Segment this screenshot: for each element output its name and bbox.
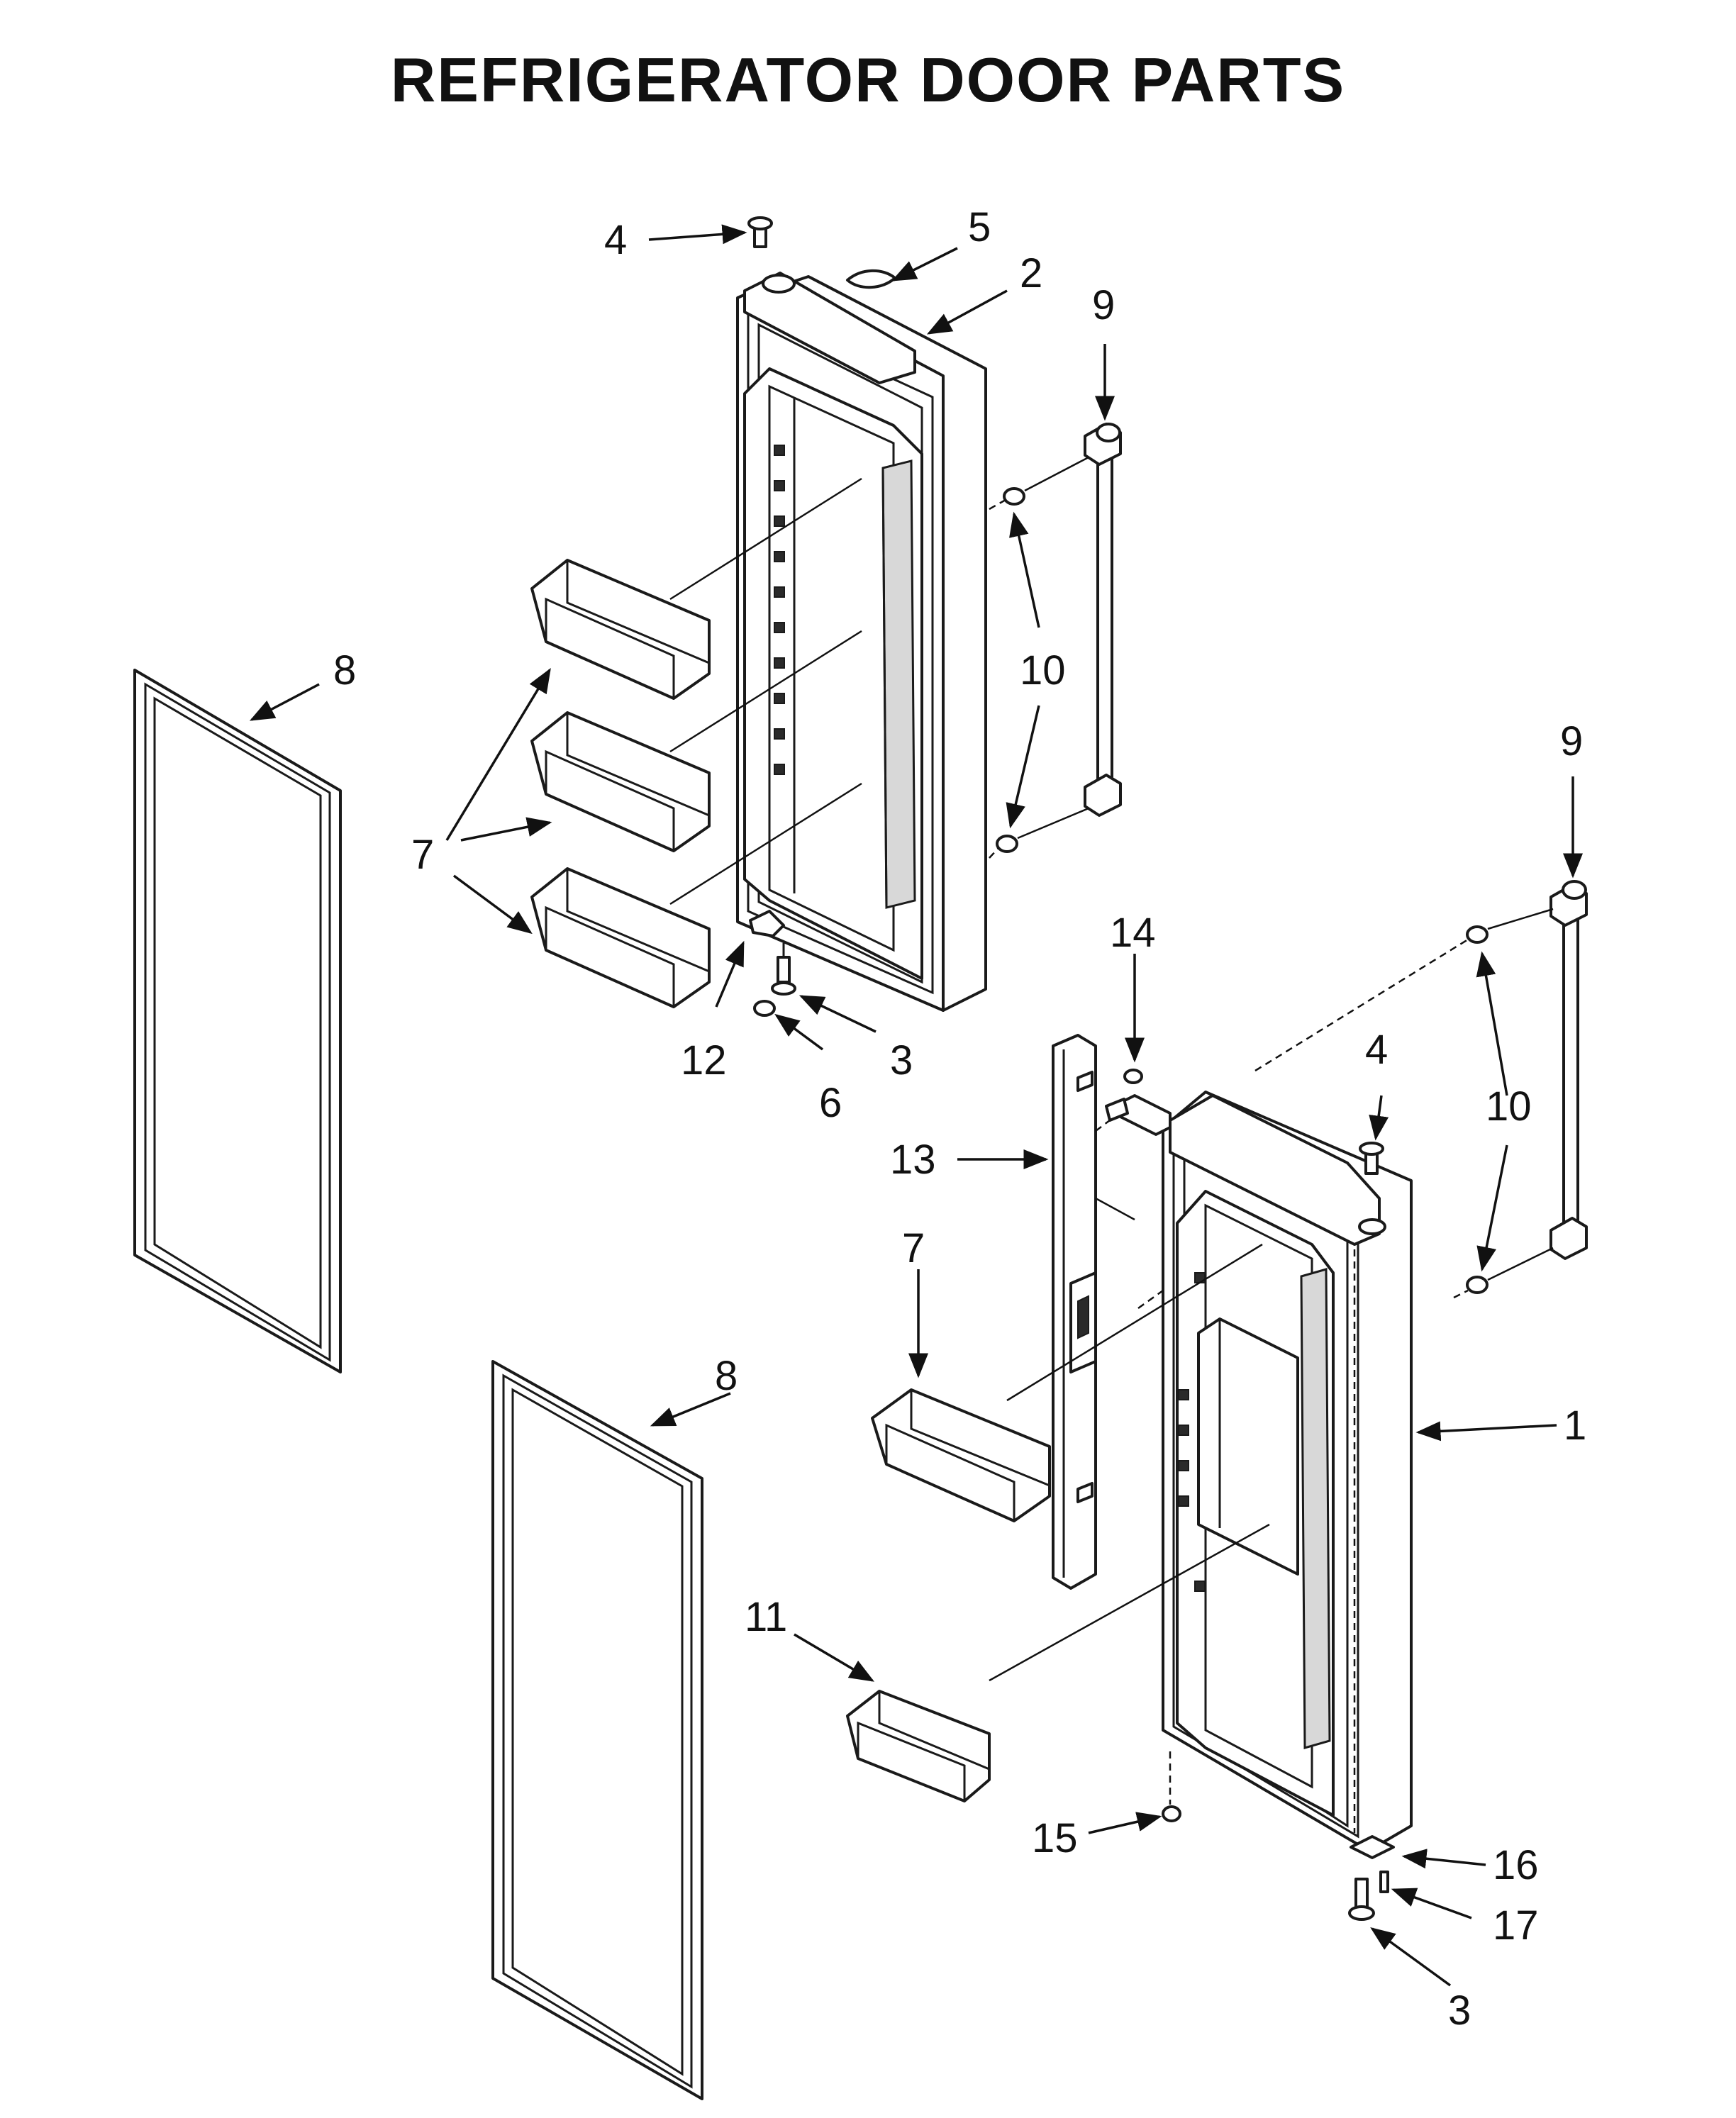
callout-6: 6 [819, 1080, 842, 1126]
callout-9-left: 9 [1092, 282, 1115, 328]
door-bin-upper [530, 559, 711, 700]
left-door-bins [530, 477, 862, 1008]
shelf-peg-row-left [774, 445, 785, 775]
callout-10-right: 10 [1486, 1083, 1532, 1130]
callout-17: 17 [1493, 1902, 1539, 1949]
callout-leaders [249, 224, 1583, 1987]
callout-13: 13 [890, 1137, 936, 1183]
callout-11: 11 [745, 1594, 787, 1640]
door-gasket-left [133, 669, 342, 1373]
door-bin-right [871, 1243, 1263, 1522]
right-handle-assembly [1254, 880, 1588, 1299]
callout-9-right: 9 [1560, 718, 1583, 764]
left-handle-assembly [989, 423, 1122, 859]
right-door-bins [846, 1243, 1270, 1802]
callout-12: 12 [681, 1037, 727, 1083]
callout-5: 5 [968, 204, 991, 250]
door-gasket-right [491, 1360, 703, 2100]
callout-4-top: 4 [604, 217, 627, 263]
callout-10-left: 10 [1020, 647, 1066, 693]
callout-16: 16 [1493, 1842, 1539, 1888]
callout-15: 15 [1032, 1815, 1078, 1861]
callout-3-right: 3 [1448, 1988, 1471, 2034]
callout-8-right: 8 [715, 1353, 738, 1399]
dairy-bin-small [846, 1523, 1270, 1802]
callout-1: 1 [1564, 1403, 1586, 1449]
door-bin-lower [530, 867, 711, 1008]
callout-7-right: 7 [902, 1225, 925, 1271]
center-mullion-rail [1052, 1034, 1164, 1590]
callout-labels: 4 5 2 9 8 10 7 9 14 12 3 4 6 10 13 7 8 1… [333, 204, 1586, 2034]
callout-8-left: 8 [333, 647, 356, 693]
diagram-title: REFRIGERATOR DOOR PARTS [390, 45, 1346, 115]
right-door-assembly [1119, 1091, 1413, 1921]
callout-4-right: 4 [1365, 1027, 1388, 1073]
door-bin-middle [530, 711, 711, 852]
callout-7-left: 7 [411, 832, 434, 878]
callout-2: 2 [1020, 250, 1042, 296]
left-door-assembly [736, 216, 987, 1017]
callout-14: 14 [1110, 910, 1156, 956]
callout-3-left: 3 [890, 1037, 913, 1083]
